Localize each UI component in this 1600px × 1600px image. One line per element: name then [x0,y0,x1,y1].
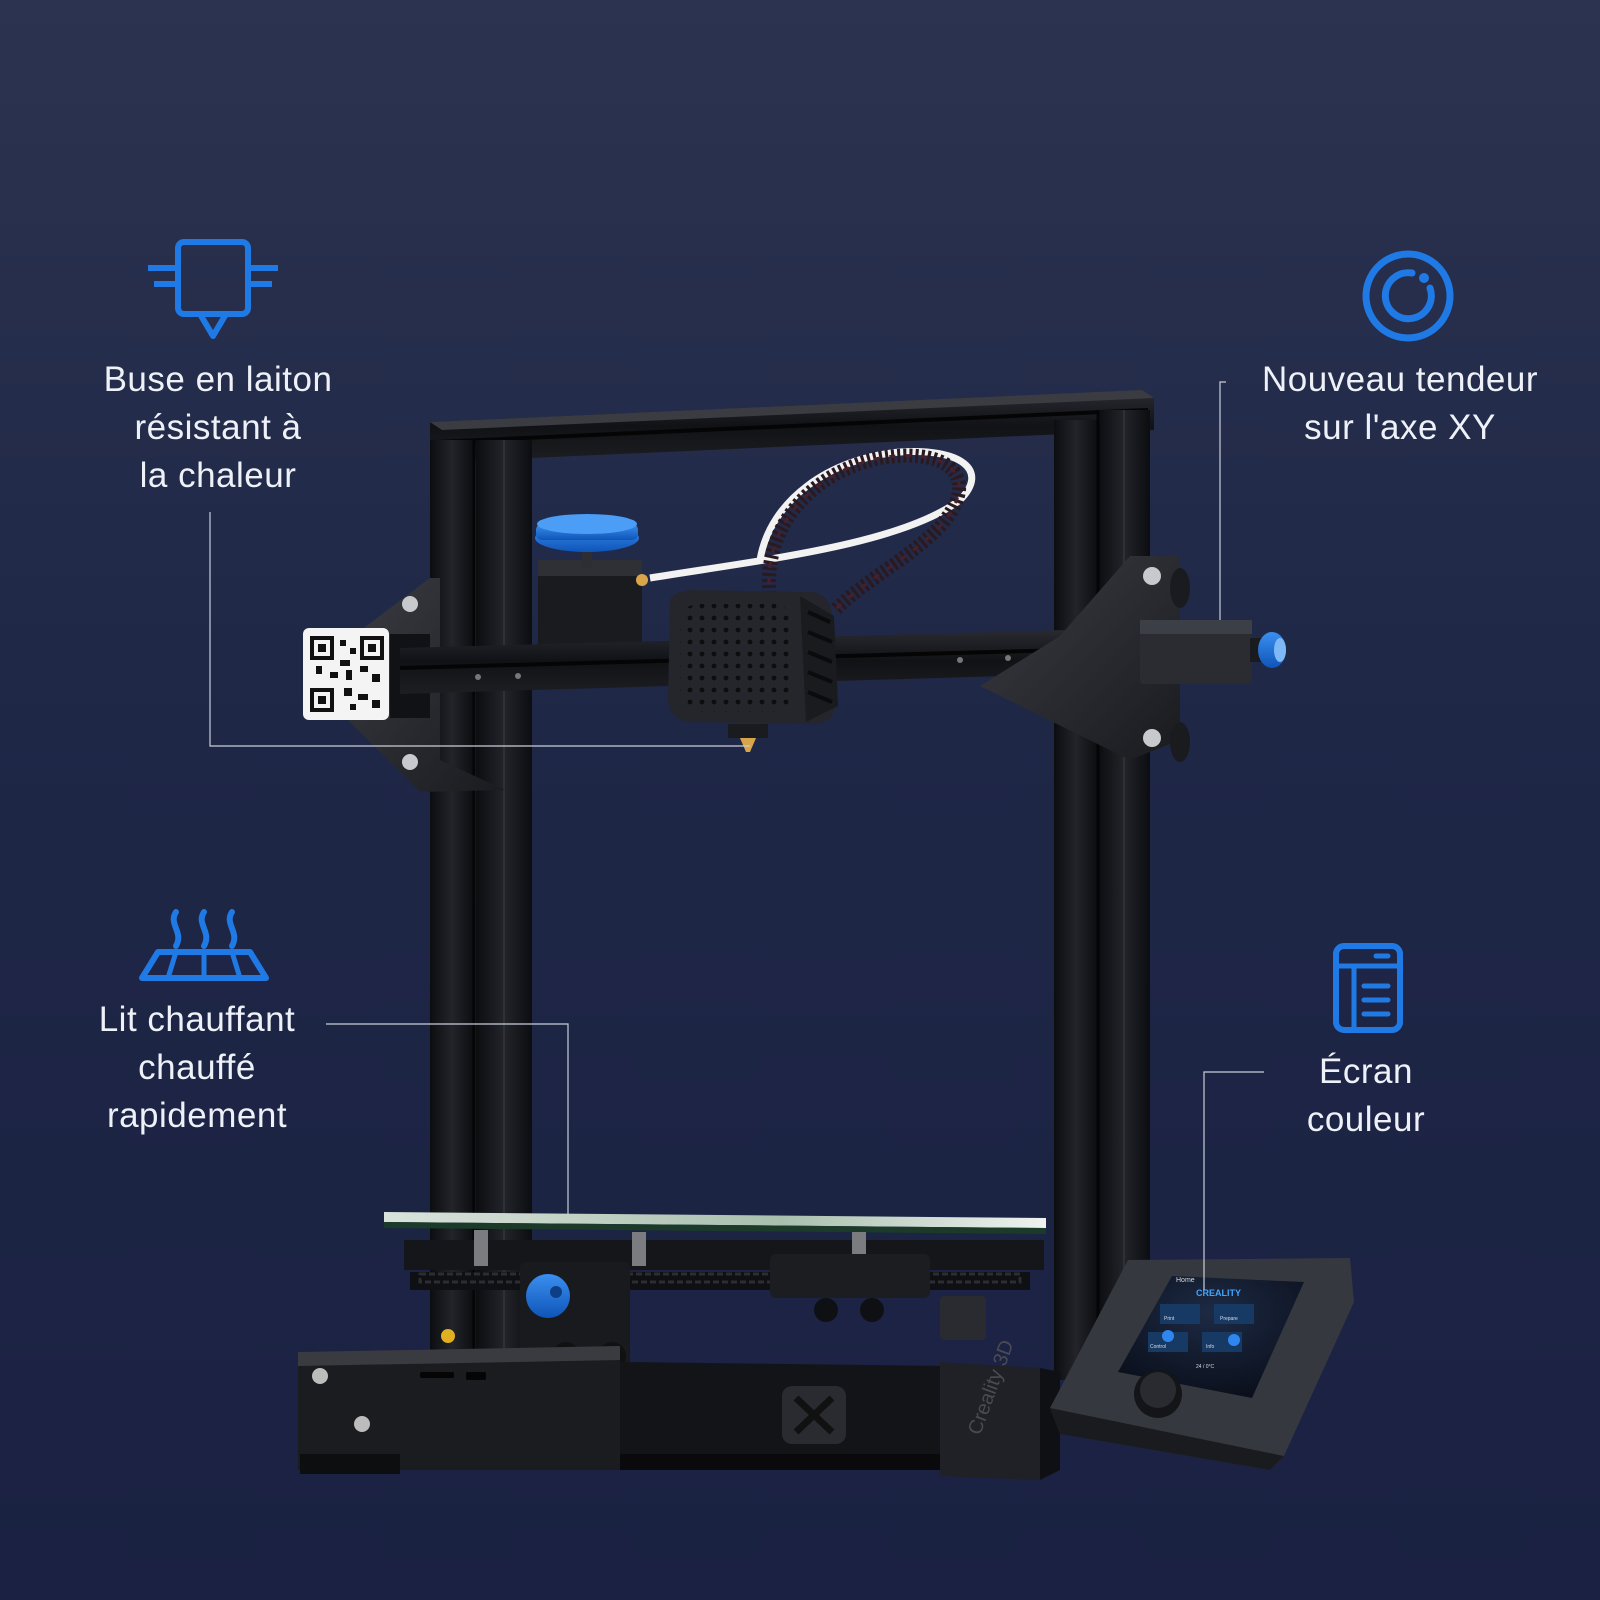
xy-tensioner [1140,620,1286,684]
heated-bed-label-line-1: Lit chauffant [98,1000,296,1039]
display-menu-control: Control [1150,1344,1166,1350]
display-ui [1148,1304,1254,1352]
screen-feature-label: Écran couleur [1266,1048,1466,1144]
nozzle-leader-line [209,512,750,747]
display-menu-prepare: Prepare [1220,1316,1238,1322]
nozzle-icon [148,239,278,339]
display-menu-print: Print [1164,1316,1175,1322]
heated-bed-feature-label: Lit chauffant chauffé rapidement [70,996,324,1140]
heated-bed-label-line-2: chauffé [138,1048,256,1087]
nozzle-label-line-3: la chaleur [139,456,297,495]
screen-label-line-2: couleur [1306,1100,1426,1139]
display-home-text: Home [1176,1277,1195,1284]
nozzle-label-line-1: Buse en laiton [103,360,333,399]
tensioner-label-line-1: Nouveau tendeur [1261,360,1539,399]
tensioner-leader-line [1219,381,1226,620]
top-crossbar [430,390,1154,462]
screen-label-line-1: Écran [1319,1052,1413,1091]
display-menu-info: Info [1206,1344,1215,1350]
display-screen-icon [1333,943,1403,1033]
extruder-motor [535,514,648,660]
tensioner-label-line-2: sur l'axe XY [1304,408,1496,447]
printer-display [1050,1258,1354,1470]
print-head [668,590,838,752]
nozzle-label-line-2: résistant à [134,408,302,447]
heated-bed-icon [139,909,269,981]
glass-bed [384,1212,1046,1234]
display-brand-text: CREALITY [1196,1288,1241,1298]
printer-base [298,1346,1060,1480]
heated-bed-label-line-3: rapidement [106,1096,288,1135]
tensioner-ring-icon [1362,250,1454,342]
qr-code-label [303,628,389,720]
nozzle-feature-label: Buse en laiton résistant à la chaleur [78,356,358,500]
screen-leader-line [1203,1071,1264,1290]
tensioner-feature-label: Nouveau tendeur sur l'axe XY [1232,356,1568,452]
display-temp-text: 24 / 0°C [1196,1364,1215,1370]
right-carriage-plate [980,556,1190,762]
filament-tube [649,448,976,616]
bed-leader-line [326,1023,569,1216]
